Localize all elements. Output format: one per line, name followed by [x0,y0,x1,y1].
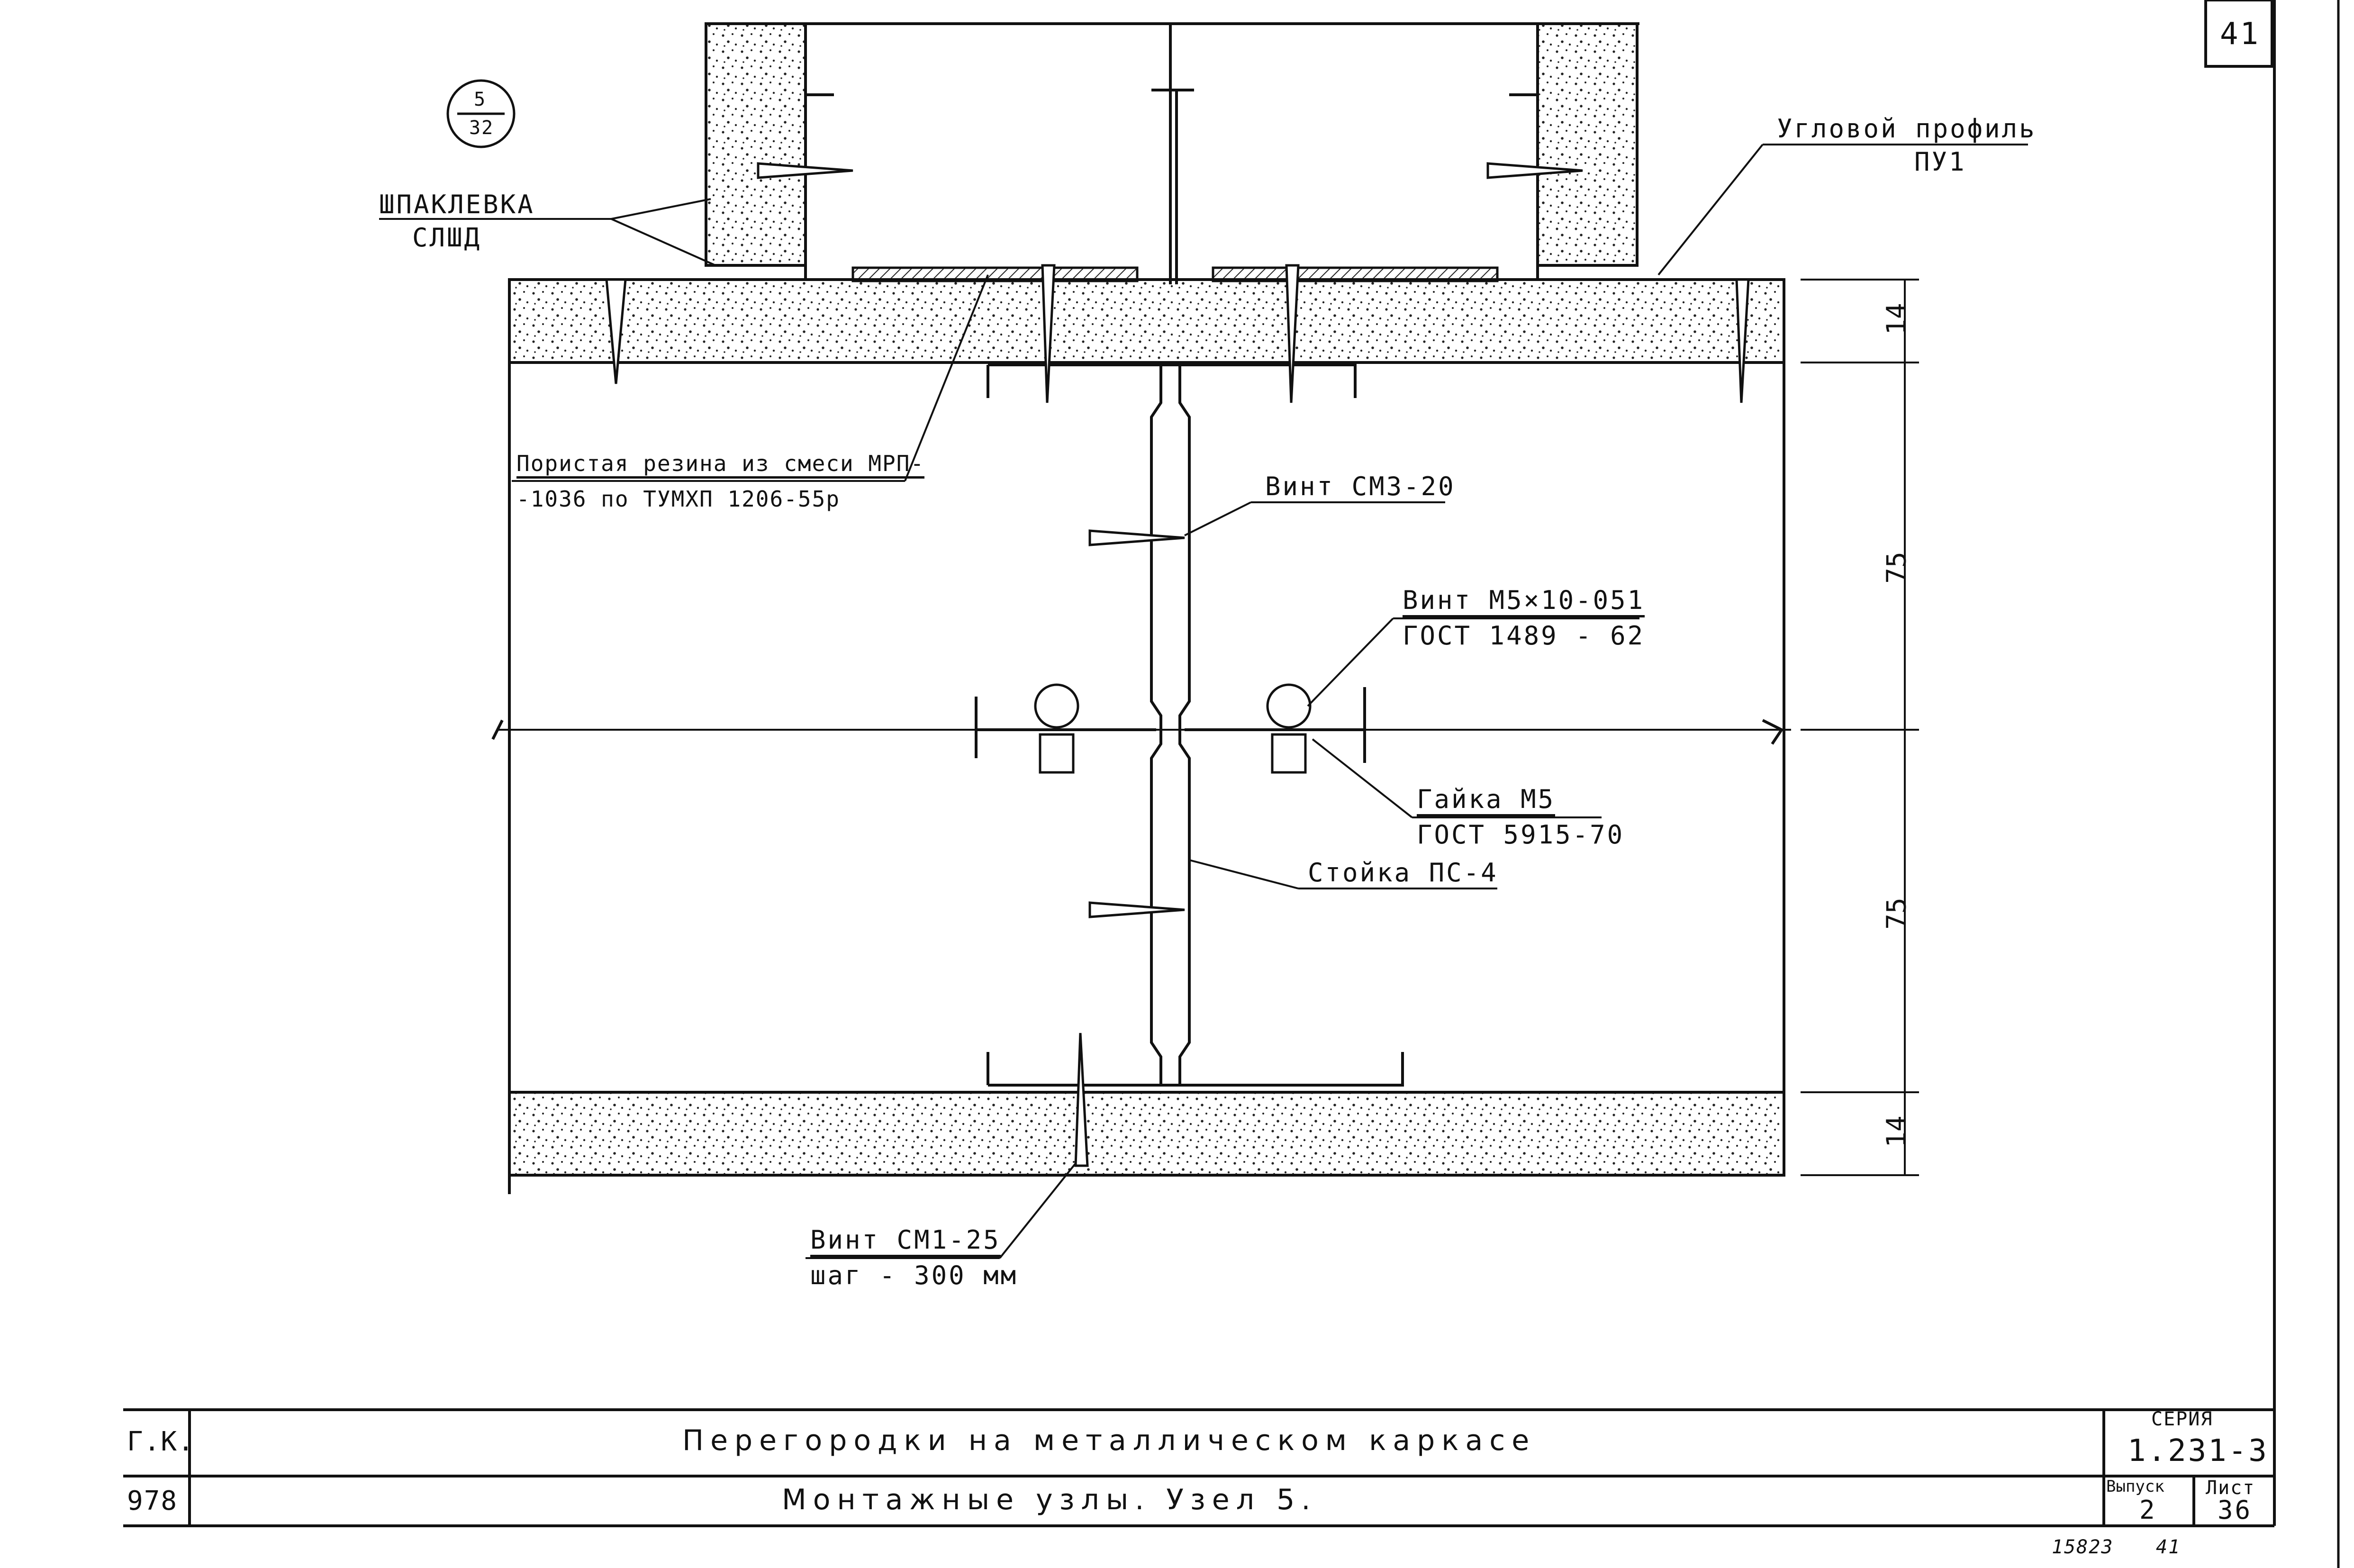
stud-label: Стойка ПС-4 [1308,858,1498,888]
issue-label: Выпуск [2106,1477,2164,1496]
series-value: 1.231-3 [2128,1433,2269,1468]
dimension-75-upper: 75 [1881,552,1912,584]
dimension-lines [1801,279,1919,1176]
sheet-border [2204,0,2340,1568]
bolts [1034,683,1312,774]
upper-wall-panels [705,22,1639,284]
drawing-title: Перегородки на металлическом каркасе [682,1424,1536,1457]
section-ref-top: 5 [474,89,487,110]
section-ref-circle [446,79,516,148]
sheet-number: 41 [2220,17,2261,52]
lower-board [508,1091,1785,1177]
putty-label-1: ШПАКЛЕВКА [379,190,535,219]
issue-value: 2 [2139,1495,2157,1525]
dimension-14-bottom: 14 [1881,1115,1912,1148]
screw-sm3-label: Винт СМ3-20 [1265,471,1456,501]
nut-label-2: ГОСТ 5915-70 [1417,820,1625,850]
title-block-left-top: Г.К. [127,1426,195,1457]
leader-lines [379,144,2028,1259]
dimension-14-top: 14 [1881,303,1912,335]
drawing-subtitle: Монтажные узлы. Узел 5. [782,1483,1317,1516]
section-outline [491,280,1791,1194]
footer-code: 15823 [2052,1536,2114,1558]
putty-label-2: СЛШД [412,223,482,253]
upper-board [508,278,1785,364]
rubber-label-1: Пористая резина из смеси МРП- [516,453,925,479]
footer-page: 41 [2156,1536,2181,1558]
series-label: СЕРИЯ [2151,1408,2213,1430]
section-ref-bottom: 32 [469,117,494,139]
dimension-75-lower: 75 [1881,897,1912,930]
stud-profile [975,363,1404,1087]
screw-m5-label-1: Винт М5×10-051 [1403,588,1645,617]
sheet-label: Лист [2206,1477,2255,1499]
screw-sm1-label-2: шаг - 300 мм [810,1260,1018,1290]
rubber-label-2: -1036 по ТУМХП 1206-55р [516,486,840,512]
screw-m5-label-2: ГОСТ 1489 - 62 [1403,621,1645,651]
title-block-left-bottom: 978 [127,1486,178,1516]
sheet-value: 36 [2218,1495,2253,1525]
screws [605,162,1750,1167]
nut-label-1: Гайка М5 [1417,787,1556,816]
screw-sm1-label-1: Винт СМ1-25 [810,1227,1001,1257]
corner-profile-label-2: ПУ1 [1914,147,1966,177]
corner-profile-label-1: Угловой профиль [1777,114,2037,144]
title-block [123,1408,2274,1527]
